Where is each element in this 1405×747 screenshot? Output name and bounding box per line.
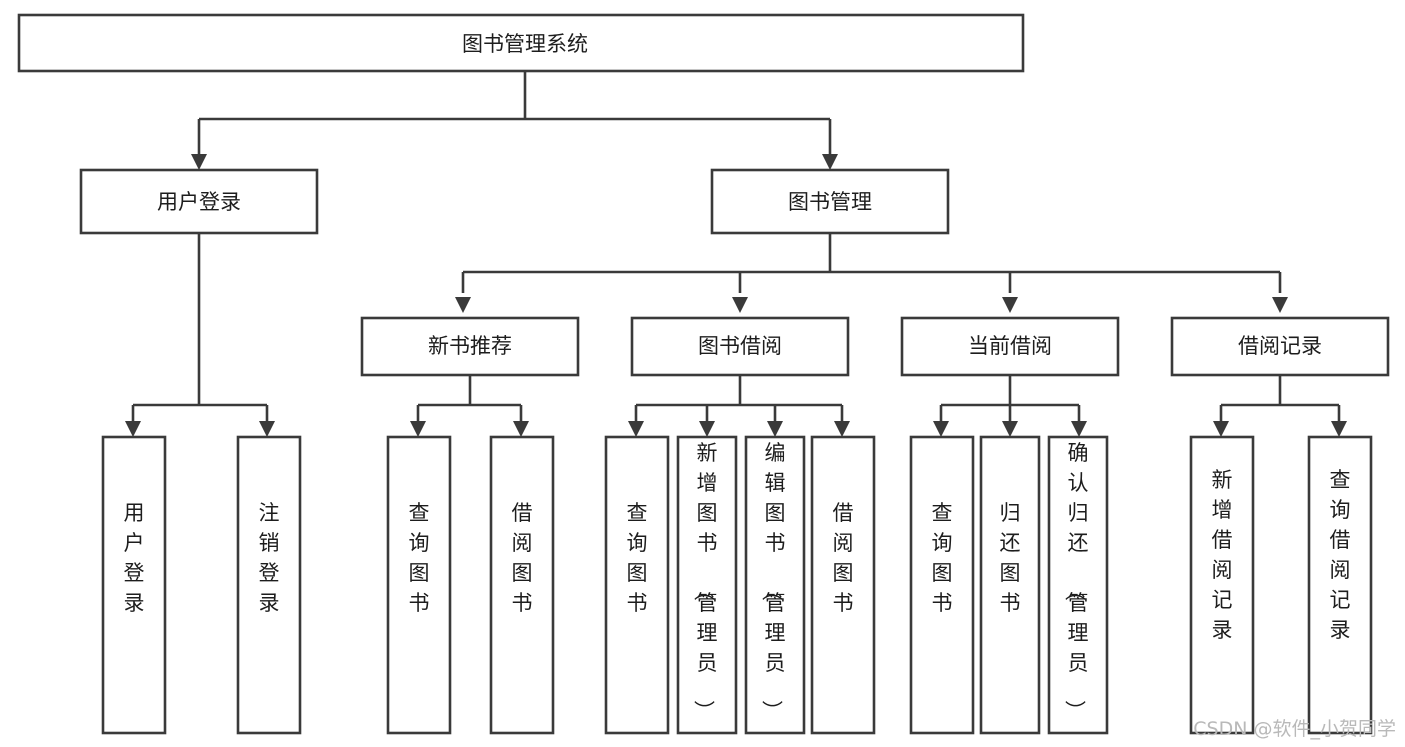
leaf-current-borrow-3[interactable]: 确认归还（管理员） [1047,435,1109,735]
leaf-current-borrow-3-label: 确认归还（管理员） [1063,441,1089,721]
csdn-watermark: CSDN @软件_小贺同学 [1193,718,1396,740]
leaf-book-borrow-4-label: 借阅图书 [833,501,854,615]
arrow-login-leaf1 [125,421,141,437]
leaf-book-borrow-2-label: 新增图书（管理员） [692,441,718,721]
leaf-new-book-2-box[interactable] [489,435,555,735]
leaf-user-login-1-box[interactable] [101,435,167,735]
leaf-borrow-record-2-label: 查询借阅记录 [1330,468,1351,642]
arrow-bookmgmt-record [1272,297,1288,313]
arrow-borrow-leaf2 [699,421,715,437]
leaf-book-borrow-1-box[interactable] [604,435,670,735]
leaf-book-borrow-3-label: 编辑图书（管理员） [760,441,786,721]
node-book-borrow-box[interactable] [630,316,850,377]
arrow-current-leaf2 [1002,421,1018,437]
leaf-book-borrow-2-box[interactable] [676,435,738,735]
leaf-user-login-1-label: 用户登录 [124,501,145,615]
node-user-login-box[interactable] [79,168,319,235]
leaf-new-book-1-box[interactable] [386,435,452,735]
connector-group-book-borrow [628,375,850,437]
leaf-new-book-1[interactable]: 查询图书 [386,435,452,735]
leaf-current-borrow-2[interactable]: 归还图书 [979,435,1041,735]
arrow-record-leaf2 [1331,421,1347,437]
node-book-borrow[interactable]: 图书借阅 [630,316,850,377]
arrow-record-leaf1 [1213,421,1229,437]
arrow-borrow-leaf3 [767,421,783,437]
arrow-newbook-leaf2 [513,421,529,437]
connector-group-new-book [410,375,529,437]
leaf-current-borrow-1-box[interactable] [909,435,975,735]
node-current-borrow[interactable]: 当前借阅 [900,316,1120,377]
leaf-new-book-1-label: 查询图书 [409,501,430,615]
leaf-borrow-record-2-box[interactable] [1307,435,1373,735]
node-book-management-box[interactable] [710,168,950,235]
node-user-login[interactable]: 用户登录 [79,168,319,235]
node-new-book-recommend-label: 新书推荐 [428,334,512,358]
leaf-borrow-record-1[interactable]: 新增借阅记录 [1189,435,1255,735]
node-new-book-recommend[interactable]: 新书推荐 [360,316,580,377]
node-borrow-record-box[interactable] [1170,316,1390,377]
arrow-current-leaf3 [1071,421,1087,437]
node-current-borrow-box[interactable] [900,316,1120,377]
node-book-management[interactable]: 图书管理 [710,168,950,235]
node-new-book-recommend-box[interactable] [360,316,580,377]
leaf-current-borrow-1-label: 查询图书 [932,501,953,615]
arrow-root-to-bookmgmt [822,154,838,170]
connector-group-current-borrow [933,375,1087,437]
leaf-user-login-2-label: 注销登录 [259,501,280,615]
node-root-label: 图书管理系统 [462,32,588,56]
leaf-user-login-1[interactable]: 用户登录 [101,435,167,735]
arrow-borrow-leaf1 [628,421,644,437]
node-borrow-record[interactable]: 借阅记录 [1170,316,1390,377]
leaf-borrow-record-1-box[interactable] [1189,435,1255,735]
leaf-current-borrow-2-box[interactable] [979,435,1041,735]
leaf-book-borrow-1-label: 查询图书 [627,501,648,615]
arrow-newbook-leaf1 [410,421,426,437]
node-book-borrow-label: 图书借阅 [698,334,782,358]
node-book-management-label: 图书管理 [788,190,872,214]
leaf-book-borrow-3[interactable]: 编辑图书（管理员） [744,435,806,735]
arrow-bookmgmt-newbook [455,297,471,313]
arrow-bookmgmt-borrow [732,297,748,313]
leaf-borrow-record-2[interactable]: 查询借阅记录 [1307,435,1373,735]
arrow-bookmgmt-current [1002,297,1018,313]
arrow-borrow-leaf4 [834,421,850,437]
connector-group-book-mgmt [455,233,1288,313]
arrow-login-leaf2 [259,421,275,437]
node-root-box[interactable] [17,13,1025,73]
connector-group-user-login [125,233,275,437]
leaf-book-borrow-4[interactable]: 借阅图书 [810,435,876,735]
connector-group-borrow-record [1213,375,1347,437]
arrow-current-leaf1 [933,421,949,437]
leaf-new-book-2[interactable]: 借阅图书 [489,435,555,735]
leaf-book-borrow-2[interactable]: 新增图书（管理员） [676,435,738,735]
leaf-user-login-2[interactable]: 注销登录 [236,435,302,735]
arrow-root-to-login [191,154,207,170]
node-user-login-label: 用户登录 [157,190,241,214]
leaf-book-borrow-4-box[interactable] [810,435,876,735]
leaf-new-book-2-label: 借阅图书 [512,501,533,615]
node-borrow-record-label: 借阅记录 [1238,334,1322,358]
leaf-book-borrow-3-box[interactable] [744,435,806,735]
node-root[interactable]: 图书管理系统 [17,13,1025,73]
node-current-borrow-label: 当前借阅 [968,334,1052,358]
leaf-current-borrow-1[interactable]: 查询图书 [909,435,975,735]
connector-group-root [191,71,838,170]
leaf-book-borrow-1[interactable]: 查询图书 [604,435,670,735]
leaf-borrow-record-1-label: 新增借阅记录 [1212,468,1233,642]
leaf-current-borrow-2-label: 归还图书 [1000,501,1021,615]
leaf-user-login-2-box[interactable] [236,435,302,735]
leaf-current-borrow-3-box[interactable] [1047,435,1109,735]
